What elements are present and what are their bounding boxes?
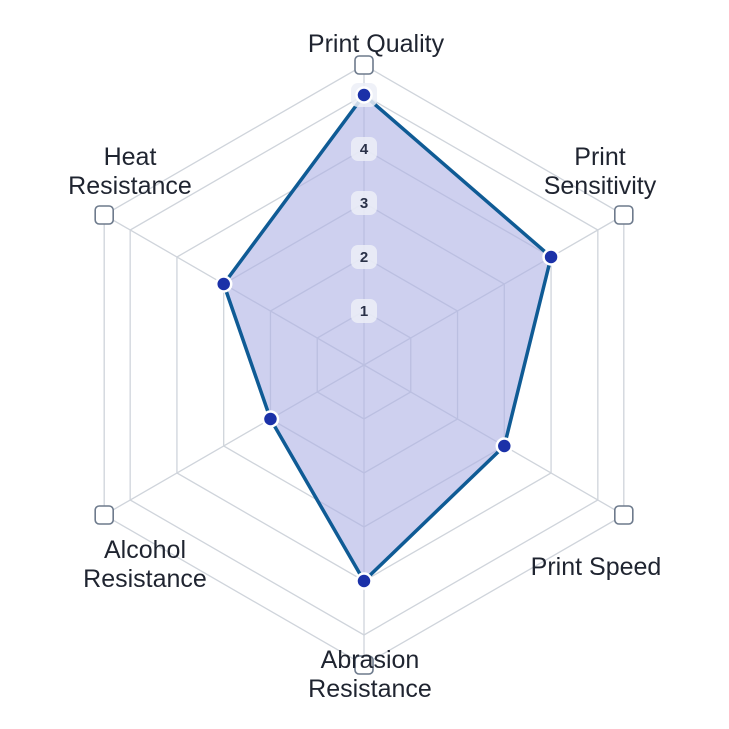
tick-label-bg (351, 191, 377, 215)
tick-label-bg (351, 137, 377, 161)
data-point[interactable] (542, 248, 560, 266)
tick-label: 2 (360, 249, 368, 266)
tick-label-bg (351, 299, 377, 323)
tick-label-bg (351, 245, 377, 269)
axis-label: Print Speed (531, 553, 662, 581)
axis-handles[interactable] (94, 55, 634, 675)
tick-label: 4 (360, 141, 369, 158)
data-point[interactable] (355, 572, 373, 590)
axis-handle[interactable] (354, 55, 374, 75)
tick-label: 1 (360, 303, 368, 320)
data-point[interactable] (214, 275, 233, 293)
data-point[interactable] (261, 410, 280, 428)
axis-handle[interactable] (614, 205, 634, 225)
tick-label: 3 (360, 195, 368, 212)
series-area (221, 93, 553, 583)
axis-handle[interactable] (354, 655, 374, 675)
axis-handle[interactable] (94, 505, 114, 525)
axis-label: Print Quality (308, 30, 445, 58)
series-polygon (221, 93, 553, 583)
data-point[interactable] (495, 437, 514, 455)
data-point[interactable] (355, 86, 373, 104)
axis-handle[interactable] (94, 205, 114, 225)
axis-handle[interactable] (614, 505, 634, 525)
data-points[interactable] (214, 86, 560, 590)
